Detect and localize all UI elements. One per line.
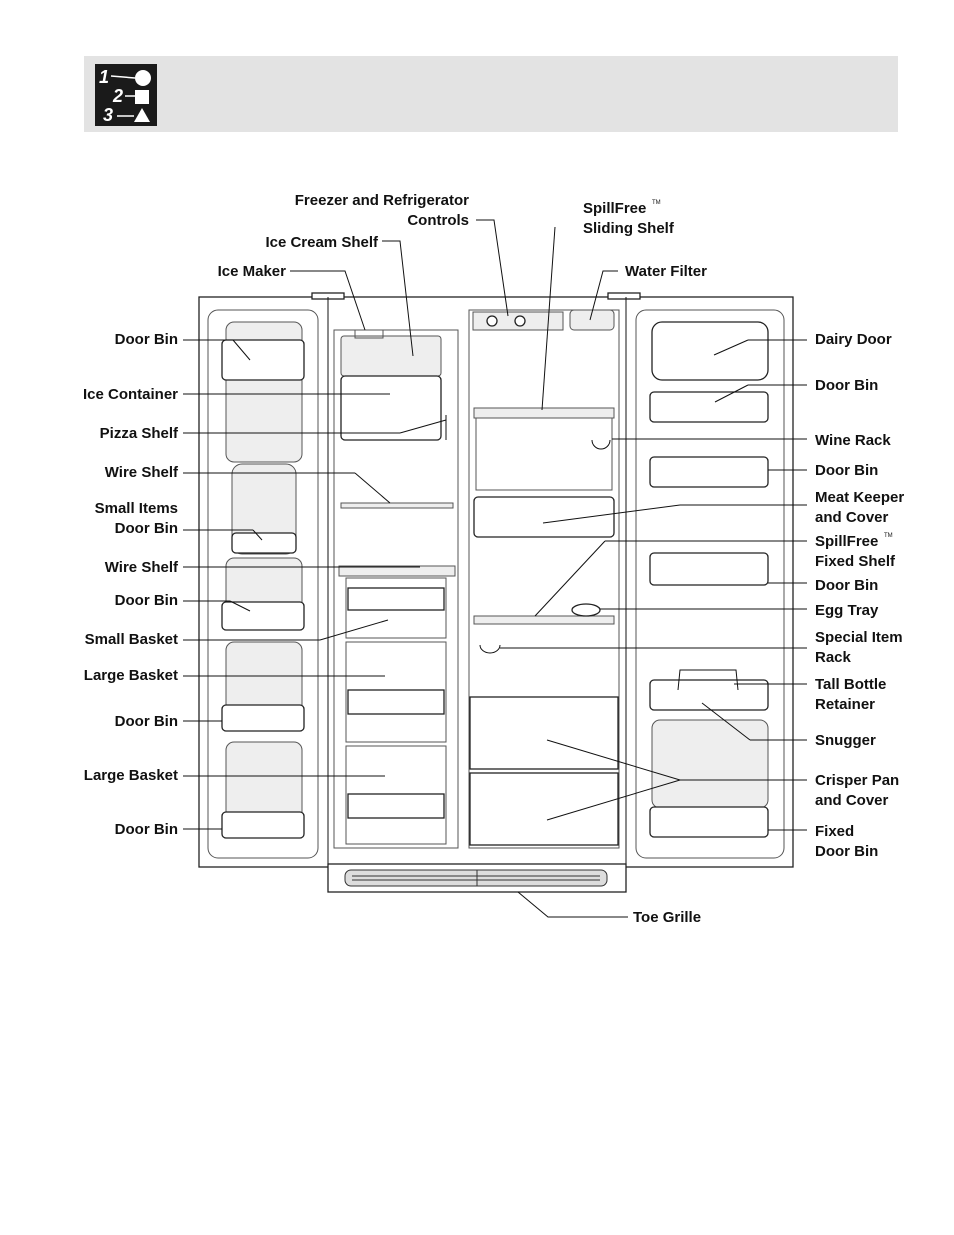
label-special-item-line1: Special Item (815, 629, 903, 646)
label-large-basket-1: Large Basket (84, 667, 178, 684)
label-ice-container: Ice Container (83, 386, 178, 403)
leader-lines (183, 219, 807, 918)
svg-text:3: 3 (103, 105, 113, 125)
label-door-bin-2: Door Bin (115, 592, 178, 609)
svg-text:1: 1 (99, 67, 109, 87)
label-ice-cream-shelf: Ice Cream Shelf (265, 234, 379, 251)
numbered-steps-icon: 1 2 3 (95, 64, 157, 126)
label-door-bin-6: Door Bin (815, 462, 878, 479)
label-meat-keeper-line2: and Cover (815, 509, 889, 526)
label-fixed-door-bin-line2: Door Bin (815, 843, 878, 860)
label-small-basket: Small Basket (85, 631, 178, 648)
label-door-bin-1: Door Bin (115, 331, 178, 348)
label-water-filter: Water Filter (625, 263, 707, 280)
label-door-bin-3: Door Bin (115, 713, 178, 730)
label-tm-1: TM (652, 200, 661, 206)
label-dairy-door: Dairy Door (815, 331, 892, 348)
svg-text:2: 2 (112, 86, 123, 106)
header-band (84, 56, 898, 132)
label-tm-2: TM (884, 533, 893, 539)
label-fixed-shelf: Fixed Shelf (815, 553, 896, 570)
label-egg-tray: Egg Tray (815, 602, 879, 619)
refrigerator-compartment (468, 309, 620, 849)
label-door-bin-5: Door Bin (815, 377, 878, 394)
label-ice-maker: Ice Maker (218, 263, 287, 280)
label-large-basket-2: Large Basket (84, 767, 178, 784)
label-small-items-line2: Door Bin (115, 520, 178, 537)
label-door-bin-7: Door Bin (815, 577, 878, 594)
label-spillfree-sliding: SpillFree (583, 200, 646, 217)
label-crisper-line1: Crisper Pan (815, 772, 899, 789)
label-spillfree-fixed: SpillFree (815, 533, 878, 550)
callout-labels: Freezer and Refrigerator Controls Ice Cr… (83, 192, 904, 926)
label-freezer-controls-line2: Controls (407, 212, 469, 229)
label-small-items-line1: Small Items (95, 500, 178, 517)
label-wine-rack: Wine Rack (815, 432, 891, 449)
label-tall-bottle-line2: Retainer (815, 696, 875, 713)
label-meat-keeper-line1: Meat Keeper (815, 489, 904, 506)
label-special-item-line2: Rack (815, 649, 852, 666)
label-tall-bottle-line1: Tall Bottle (815, 676, 886, 693)
label-freezer-controls-line1: Freezer and Refrigerator (295, 192, 469, 209)
refrigerator-door (635, 309, 785, 859)
label-wire-shelf-1: Wire Shelf (105, 464, 179, 481)
label-toe-grille: Toe Grille (633, 909, 701, 926)
label-door-bin-4: Door Bin (115, 821, 178, 838)
label-snugger: Snugger (815, 732, 876, 749)
label-pizza-shelf: Pizza Shelf (100, 425, 179, 442)
label-wire-shelf-2: Wire Shelf (105, 559, 179, 576)
label-fixed-door-bin-line1: Fixed (815, 823, 854, 840)
freezer-door (207, 309, 319, 859)
label-sliding-shelf: Sliding Shelf (583, 220, 675, 237)
label-crisper-line2: and Cover (815, 792, 889, 809)
freezer-compartment (333, 329, 459, 849)
